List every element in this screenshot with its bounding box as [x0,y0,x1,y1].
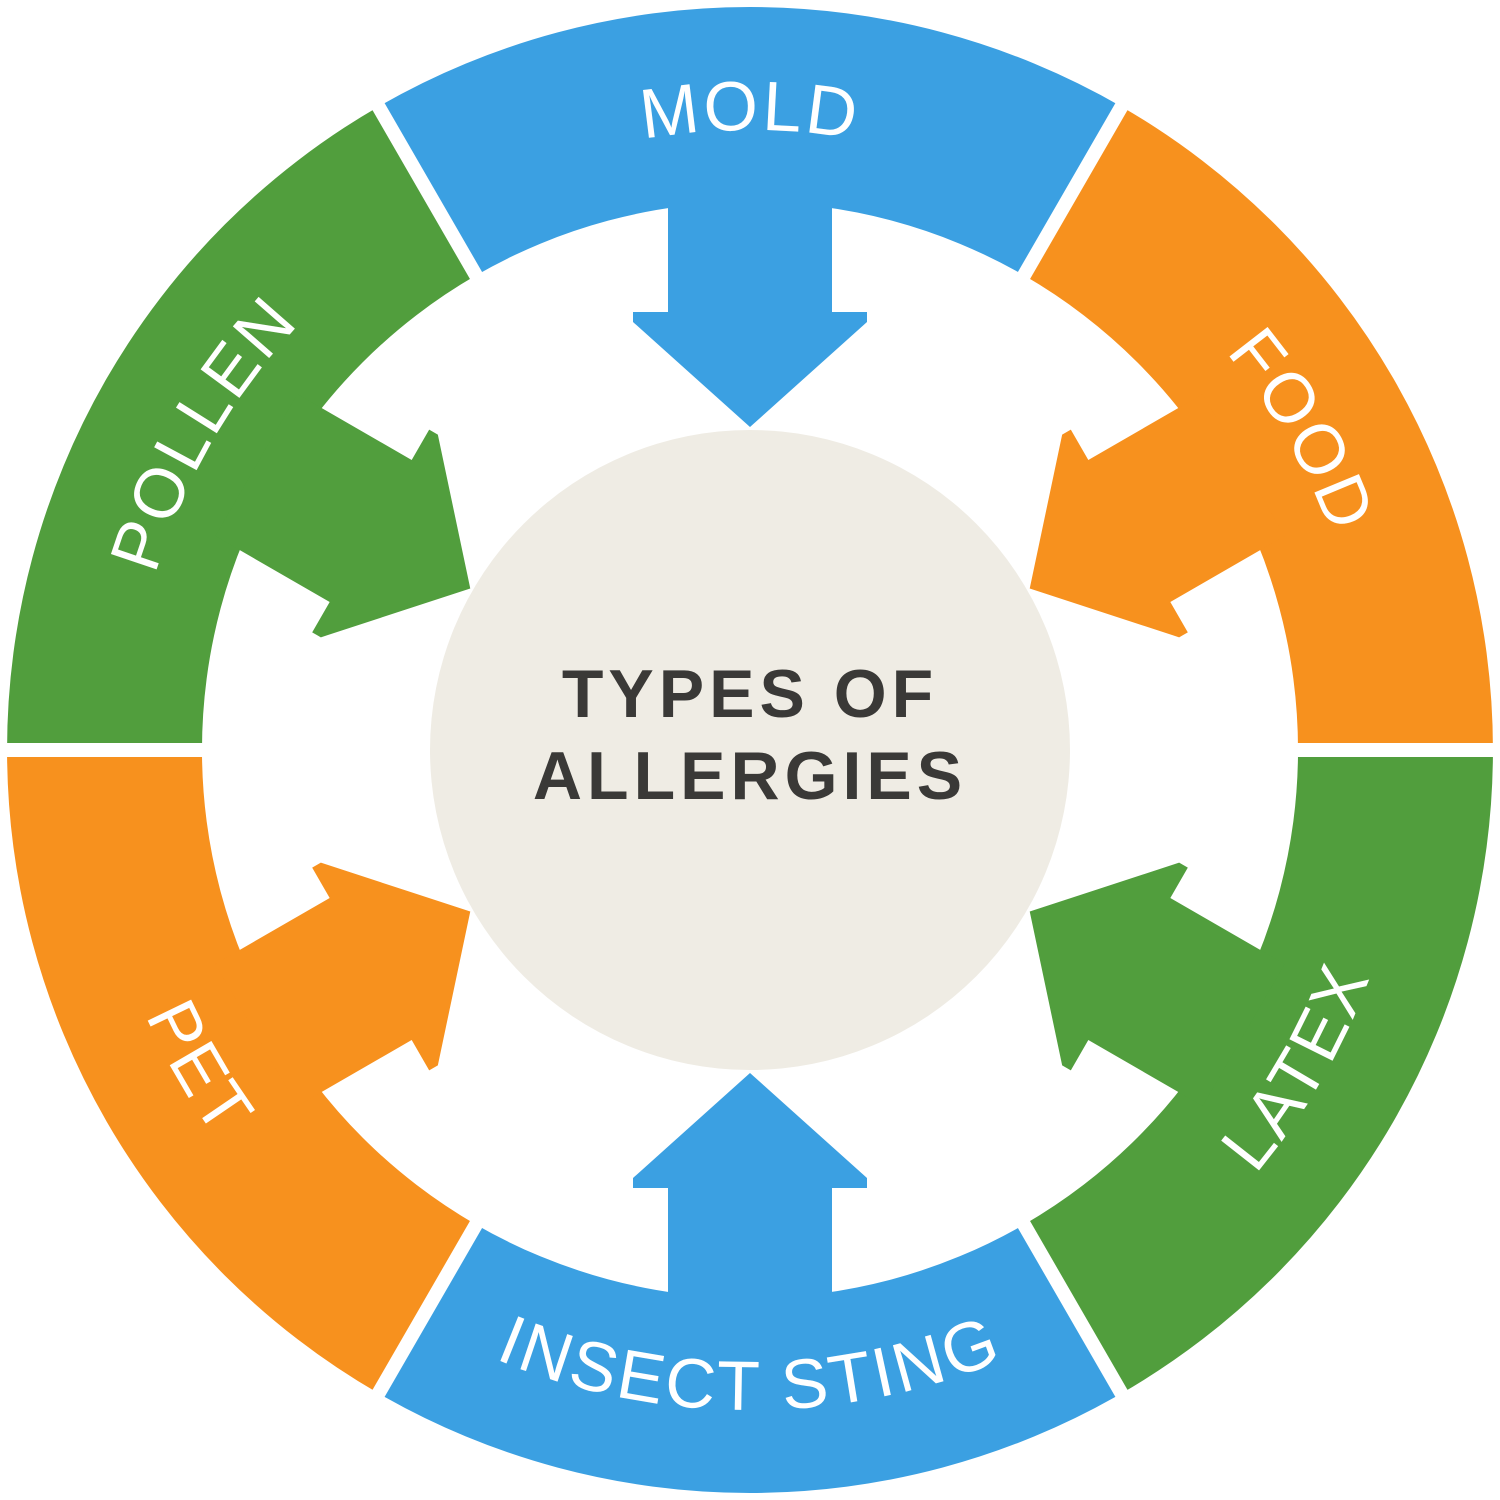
center-title-line1: TYPES OF [562,656,938,732]
segment-insect-sting-wedge [378,1073,1122,1493]
segment-mold-label: MOLD [636,67,865,154]
center-title-line2: ALLERGIES [533,738,967,814]
segment-dividers [0,84,1500,1416]
divider-mold-food [1012,84,1139,288]
divider-latex-insect [1012,1212,1139,1416]
divider-insect-pet [361,1212,488,1416]
divider-pollen-mold [361,84,488,288]
center-circle [430,430,1070,1070]
